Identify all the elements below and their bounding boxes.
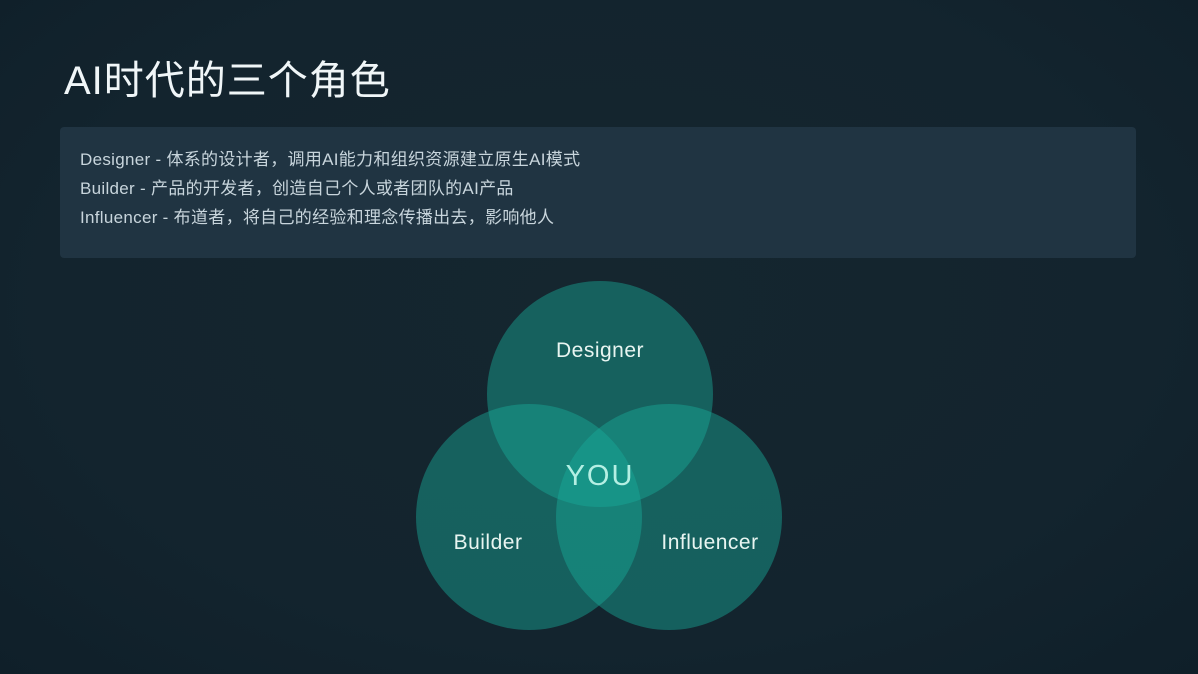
builder-circle xyxy=(416,404,642,630)
roles-description-panel: Designer - 体系的设计者，调用AI能力和组织资源建立原生AI模式 Bu… xyxy=(60,127,1136,258)
influencer-role-line: Influencer - 布道者，将自己的经验和理念传播出去，影响他人 xyxy=(80,208,555,227)
designer-label: Designer xyxy=(556,339,644,362)
page-title: AI时代的三个角色 xyxy=(64,59,391,103)
builder-label: Builder xyxy=(454,531,523,554)
influencer-circle xyxy=(556,404,782,630)
center-you-label: YOU xyxy=(566,460,635,492)
influencer-label: Influencer xyxy=(661,531,758,554)
designer-circle xyxy=(487,281,713,507)
venn-diagram: Designer YOU Builder Influencer xyxy=(416,281,782,630)
builder-role-line: Builder - 产品的开发者，创造自己个人或者团队的AI产品 xyxy=(80,179,514,198)
designer-role-line: Designer - 体系的设计者，调用AI能力和组织资源建立原生AI模式 xyxy=(80,150,581,169)
